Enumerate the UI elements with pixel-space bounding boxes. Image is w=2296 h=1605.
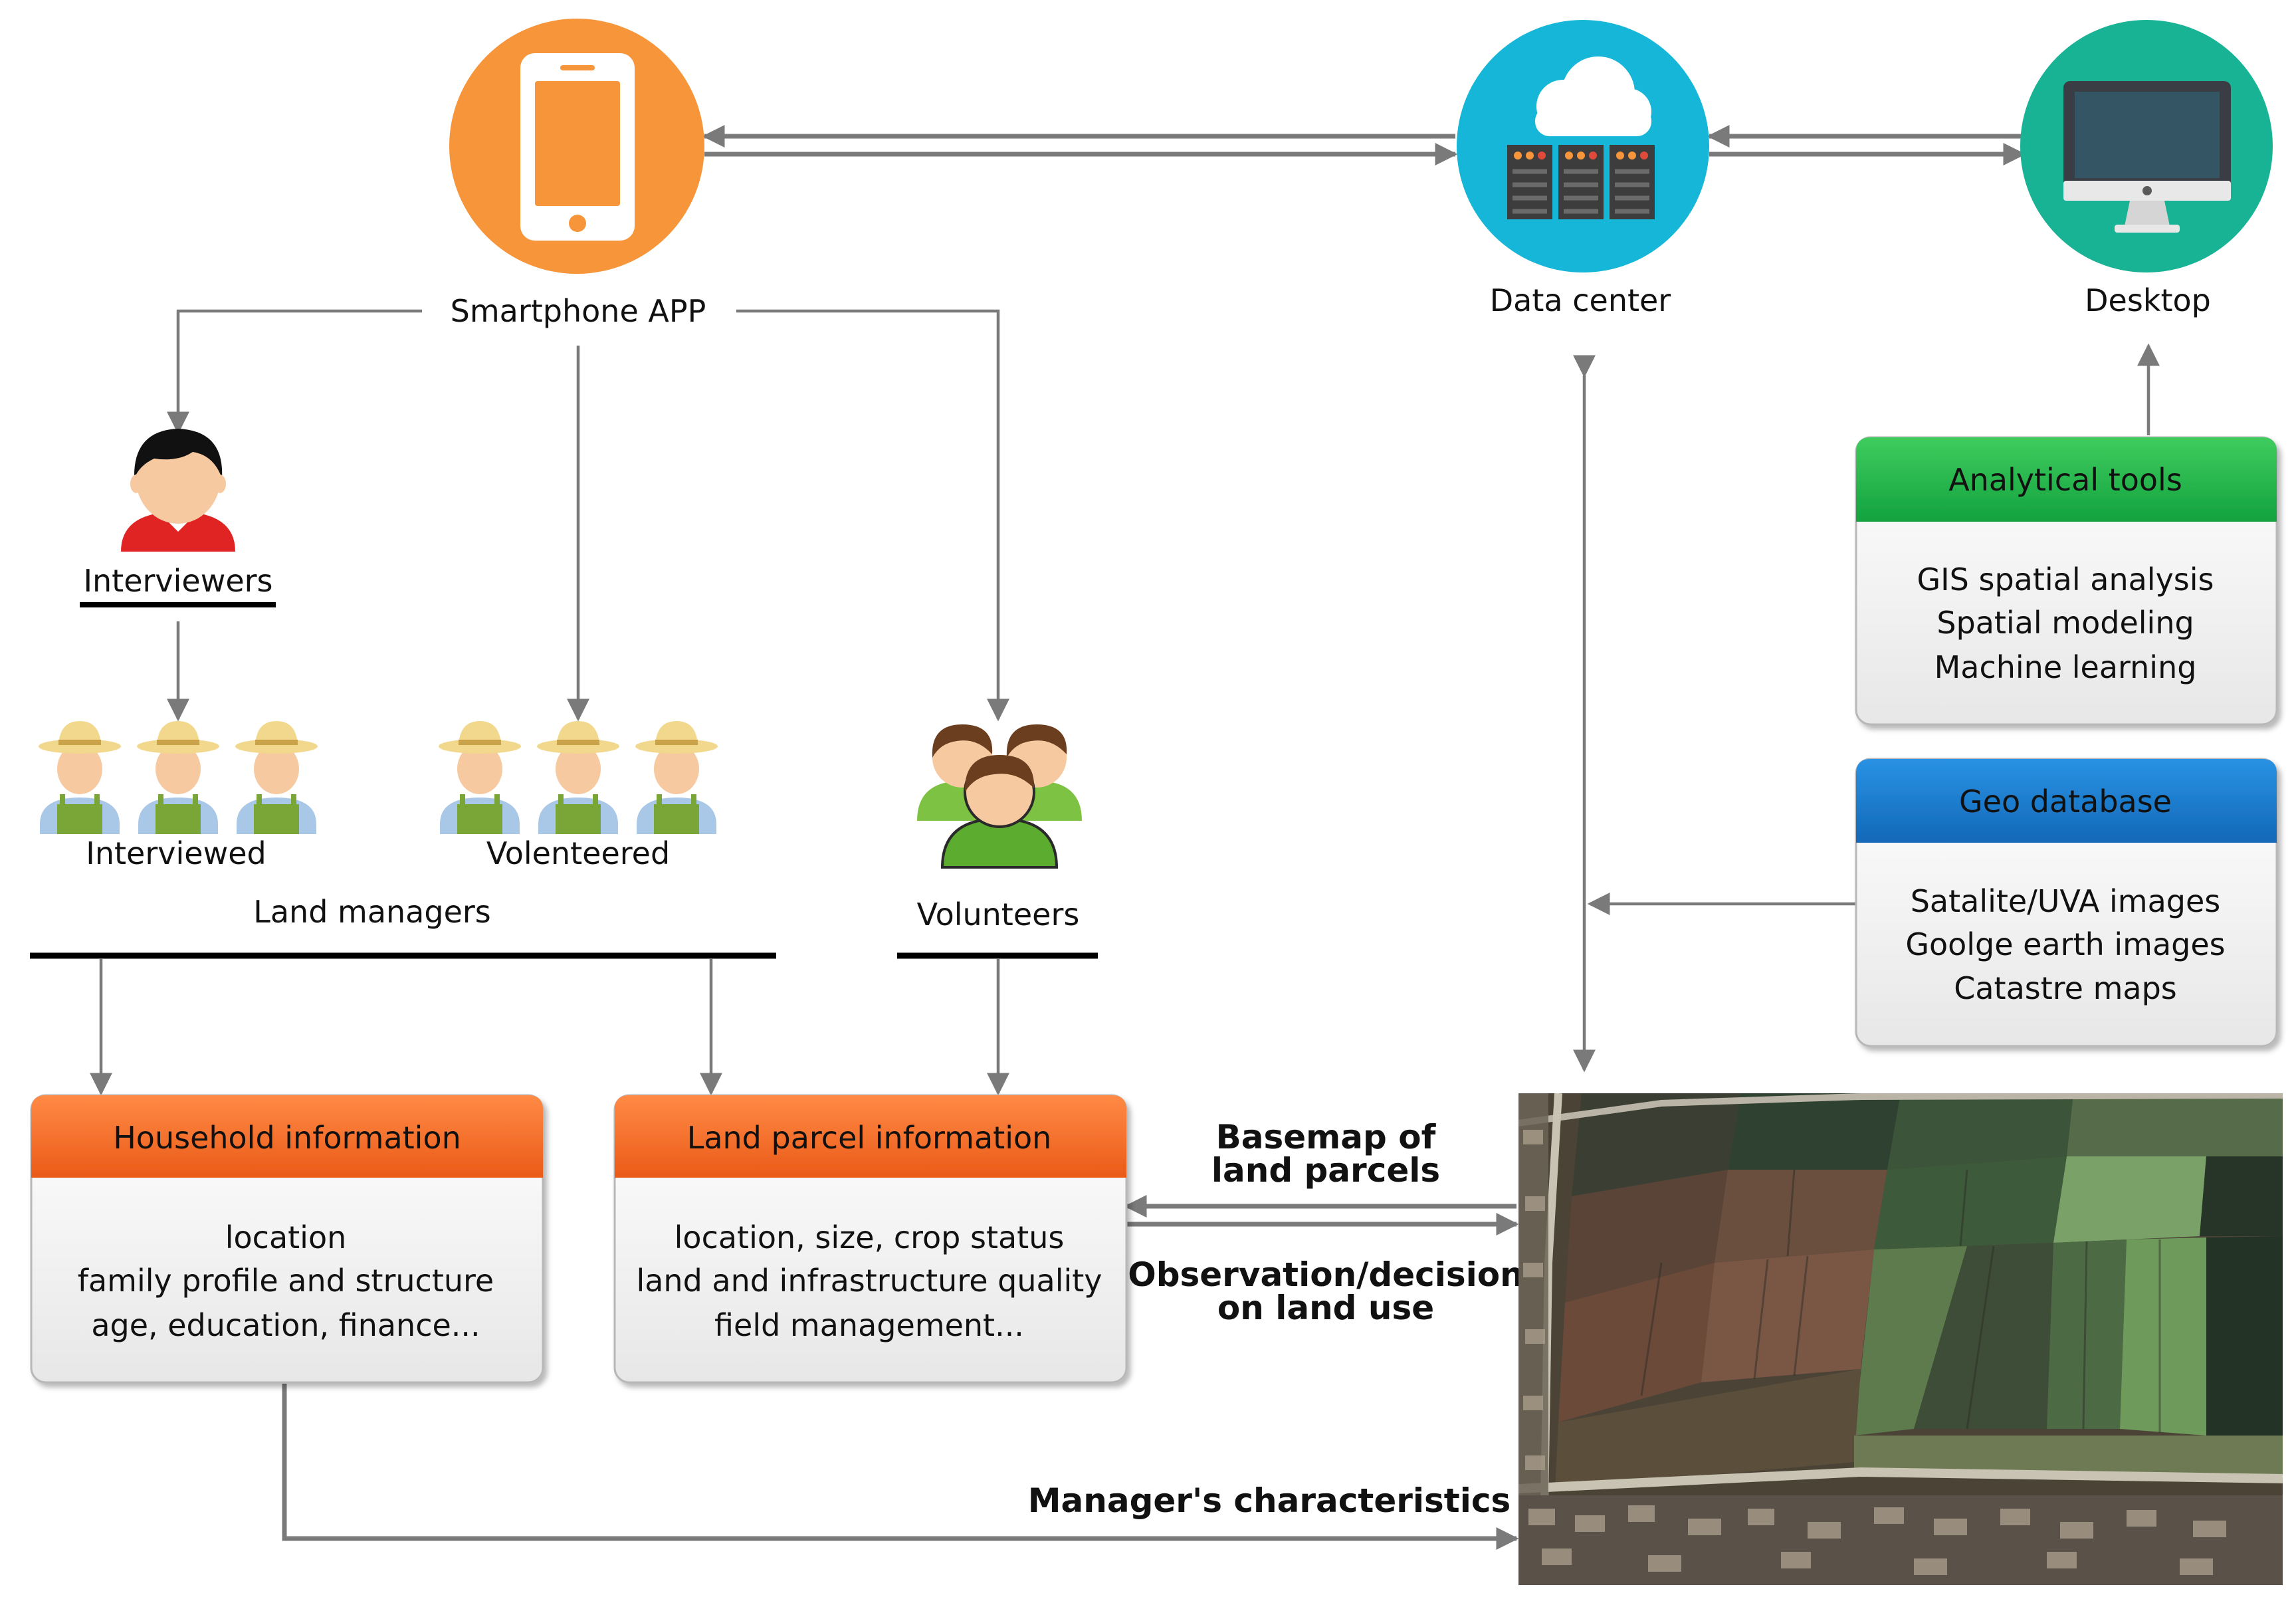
connectors <box>30 125 2160 1550</box>
land-managers-label: Land managers <box>253 894 491 930</box>
volenteered-label: Volenteered <box>486 835 670 871</box>
analytical-line-1: GIS spatial analysis <box>1917 562 2214 597</box>
geo-database-title: Geo database <box>1959 784 2172 819</box>
farmer-icon <box>235 721 318 834</box>
household-line-3: age, education, finance... <box>91 1307 480 1343</box>
geo-line-2: Goolge earth images <box>1905 926 2225 962</box>
parcel-line-1: location, size, crop status <box>675 1220 1065 1255</box>
household-info-title: Household information <box>113 1120 461 1156</box>
geo-database-box <box>1855 758 2278 1047</box>
cloud-icon <box>1535 56 1651 136</box>
interviewers-label: Interviewers <box>83 563 272 599</box>
farmer-icon <box>635 721 718 834</box>
geo-line-1: Satalite/UVA images <box>1911 883 2221 919</box>
arrow-household-to-satellite <box>282 1384 1519 1550</box>
volunteers-label: Volunteers <box>917 897 1080 932</box>
observation-label-line-1: Observation/decision <box>1128 1255 1524 1294</box>
smartphone-node <box>449 19 704 274</box>
household-line-1: location <box>225 1220 347 1255</box>
smartphone-label: Smartphone APP <box>451 293 706 329</box>
arrow-app-to-volunteers <box>736 309 1009 722</box>
manager-characteristics-label: Manager's characteristics <box>1028 1481 1511 1520</box>
analytical-line-2: Spatial modeling <box>1936 605 2194 641</box>
analytical-tools-title: Analytical tools <box>1948 462 2182 498</box>
analytical-tools-box <box>1855 436 2278 726</box>
farmer-icon <box>439 721 521 834</box>
household-info-box <box>30 1094 544 1384</box>
interviewed-label: Interviewed <box>86 835 266 871</box>
farmer-icon <box>39 721 121 834</box>
monitor-icon <box>2063 81 2231 233</box>
household-line-2: family profile and structure <box>78 1263 494 1299</box>
server-rack-icon <box>1507 145 1655 219</box>
basemap-label-line-1: Basemap of <box>1216 1118 1437 1156</box>
desktop-label: Desktop <box>2085 282 2211 318</box>
farmer-icon <box>137 721 219 834</box>
observation-label-line-2: on land use <box>1217 1289 1434 1327</box>
arrow-app-to-interviewers <box>167 309 422 435</box>
satellite-image <box>1518 1093 2283 1585</box>
parcel-line-3: field management... <box>714 1307 1024 1343</box>
land-parcel-info-title: Land parcel information <box>687 1120 1052 1156</box>
parcel-line-2: land and infrastructure quality <box>636 1263 1102 1299</box>
desktop-node <box>2020 20 2273 272</box>
farmer-icon <box>537 721 619 834</box>
volunteers-group-icon <box>917 724 1082 869</box>
smartphone-icon <box>520 53 635 241</box>
interviewer-icon <box>121 429 235 552</box>
geo-line-3: Catastre maps <box>1954 970 2177 1006</box>
data-center-label: Data center <box>1490 282 1671 318</box>
land-parcel-info-box <box>613 1094 1128 1384</box>
volenteered-farmers-group <box>439 721 718 834</box>
basemap-label-line-2: land parcels <box>1211 1151 1440 1190</box>
analytical-line-3: Machine learning <box>1934 649 2197 685</box>
data-center-node <box>1457 20 1709 272</box>
interviewed-farmers-group <box>39 721 318 834</box>
